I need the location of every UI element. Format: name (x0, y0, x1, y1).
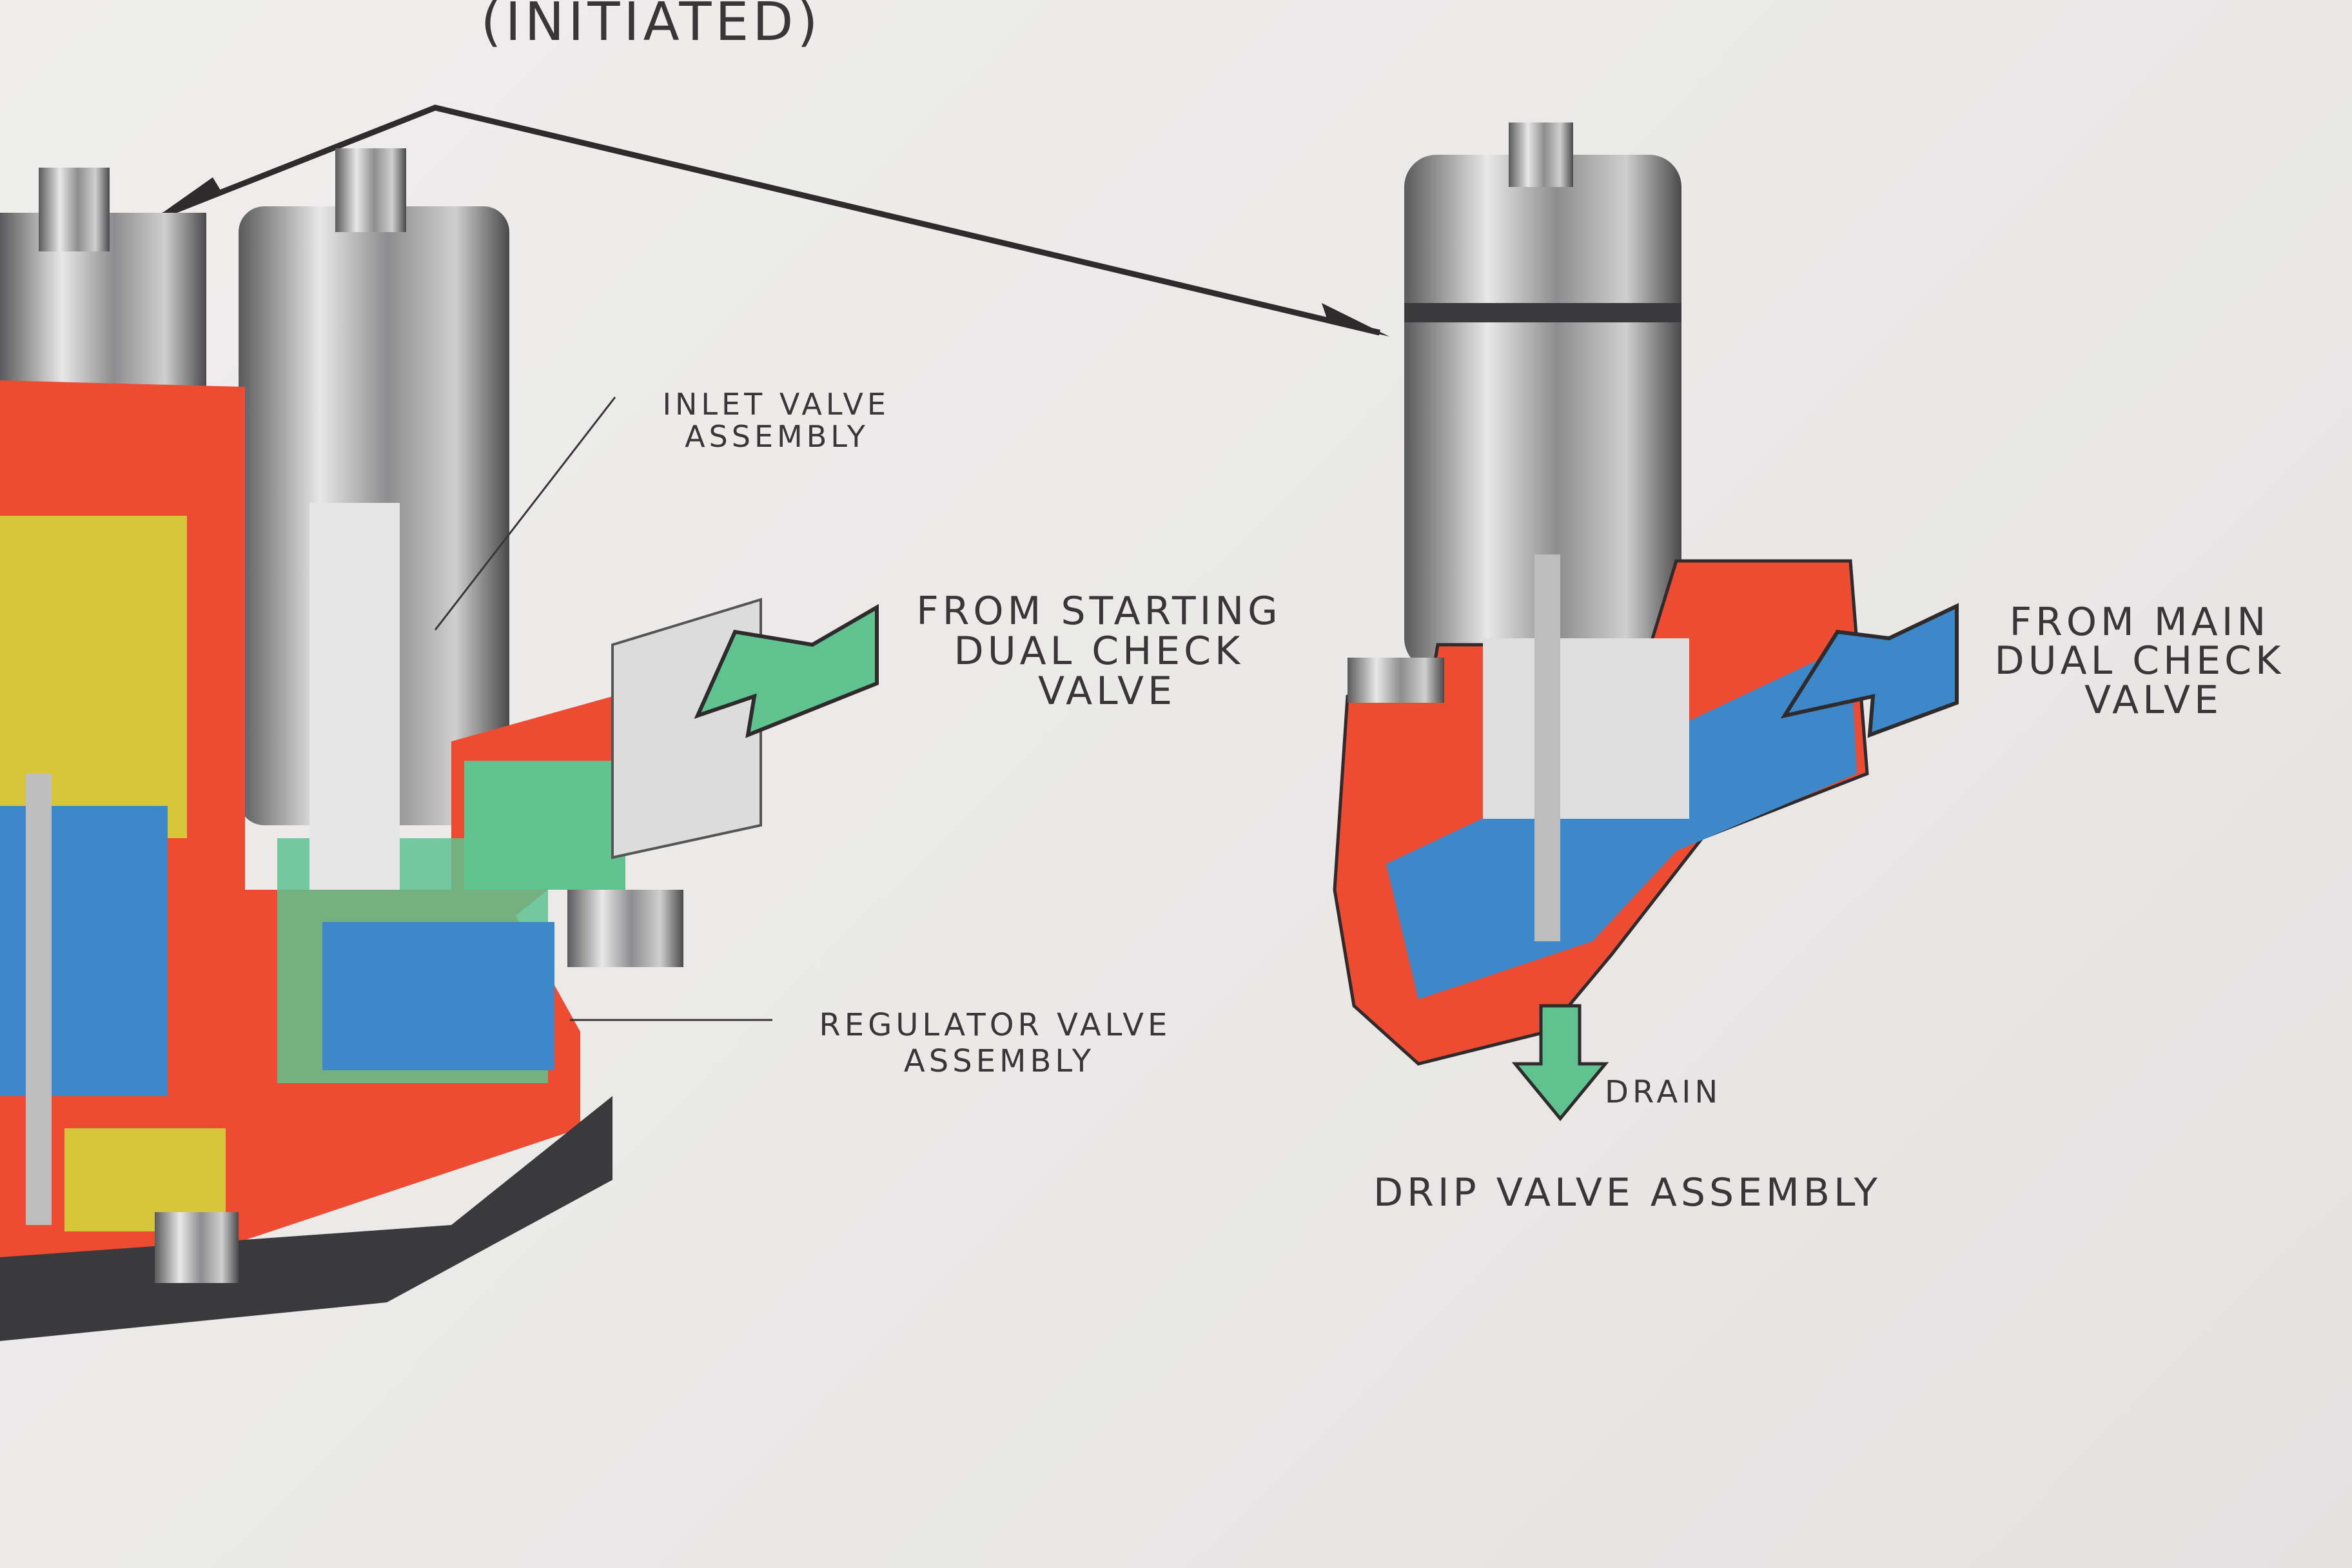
diagram-title: (INITIATED) (481, 0, 822, 53)
from-starting-label: FROM STARTING DUAL CHECK VALVE (916, 589, 1298, 714)
green-drain-arrow (1511, 1004, 1609, 1121)
inlet-valve-label: INLET VALVE ASSEMBLY (662, 387, 903, 454)
from-main-label: FROM MAIN DUAL CHECK VALVE (1995, 600, 2301, 723)
regulator-valve-label: REGULATOR VALVE ASSEMBLY (819, 1007, 1184, 1079)
green-inlet-arrow (694, 603, 879, 738)
title-leader-lines (157, 104, 1381, 336)
drip-valve-assembly-label: DRIP VALVE ASSEMBLY (1373, 1170, 1881, 1215)
main-valve-assembly-cutaway (0, 148, 762, 1341)
inlet-valve-leader-line (434, 397, 616, 631)
blue-inlet-arrow (1780, 603, 1959, 738)
leader-arrowhead-left (152, 177, 222, 220)
drain-label: DRAIN (1605, 1074, 1721, 1110)
leader-arrowhead-right (1322, 303, 1389, 337)
drip-valve-cutaway (1333, 122, 1869, 1066)
